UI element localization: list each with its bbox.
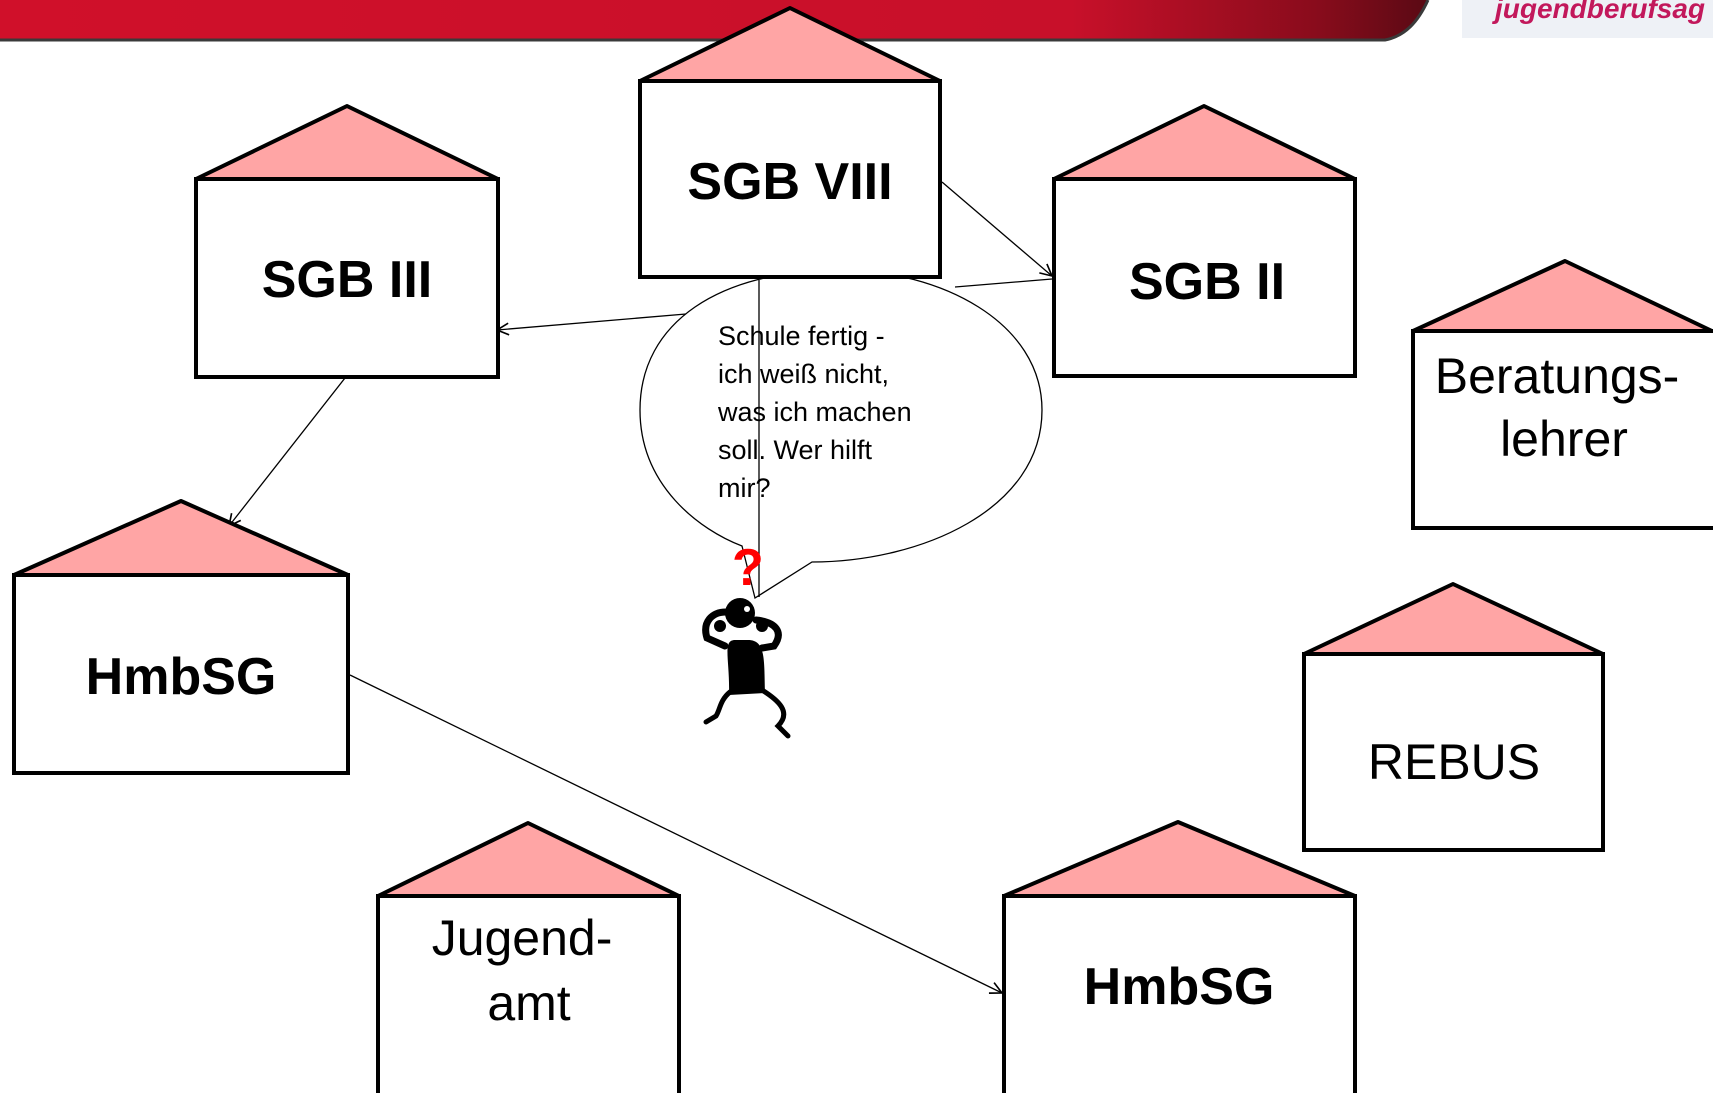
arrow-sgbiii-to-hmbsg bbox=[229, 377, 346, 526]
house-jugendamt: Jugend- amt bbox=[376, 821, 681, 1093]
house-sgb-ii: SGB II bbox=[1052, 104, 1357, 378]
house-label: HmbSG bbox=[86, 648, 277, 706]
house-beratungslehrer: Beratungs- lehrer bbox=[1411, 259, 1713, 530]
house-label: HmbSG bbox=[1084, 958, 1275, 1016]
house-label: SGB III bbox=[262, 251, 432, 309]
house-label: SGB II bbox=[1129, 253, 1285, 311]
arrow-to-sgbiii bbox=[497, 313, 687, 330]
house-hmbsg-left: HmbSG bbox=[12, 499, 350, 775]
house-label: Beratungs- lehrer bbox=[1435, 348, 1694, 467]
speech-bubble: Schule fertig - ich weiß nicht, was ich … bbox=[639, 269, 1043, 600]
brand-logo: jugendberufsag bbox=[1462, 0, 1713, 38]
house-label: REBUS bbox=[1368, 734, 1540, 790]
house-sgb-viii: SGB VIII bbox=[638, 6, 942, 279]
arrow-hmbsg-to-hmbsg-bottom bbox=[349, 674, 1002, 993]
speech-bubble-text: Schule fertig - ich weiß nicht, was ich … bbox=[717, 321, 919, 503]
house-label: Jugend- amt bbox=[432, 910, 627, 1031]
question-mark: ? bbox=[732, 539, 764, 597]
house-rebus: REBUS bbox=[1302, 582, 1605, 852]
line-to-sgbii bbox=[954, 278, 1053, 288]
house-hmbsg-bottom: HmbSG bbox=[1002, 820, 1357, 1093]
arrow-sgbviii-to-sgbii bbox=[941, 181, 1052, 276]
house-label: SGB VIII bbox=[687, 153, 892, 211]
brand-logo-text: jugendberufsag bbox=[1491, 0, 1705, 24]
confused-person-icon: ? bbox=[702, 539, 791, 739]
header-banner bbox=[0, 0, 1430, 42]
house-sgb-iii: SGB III bbox=[194, 104, 500, 379]
